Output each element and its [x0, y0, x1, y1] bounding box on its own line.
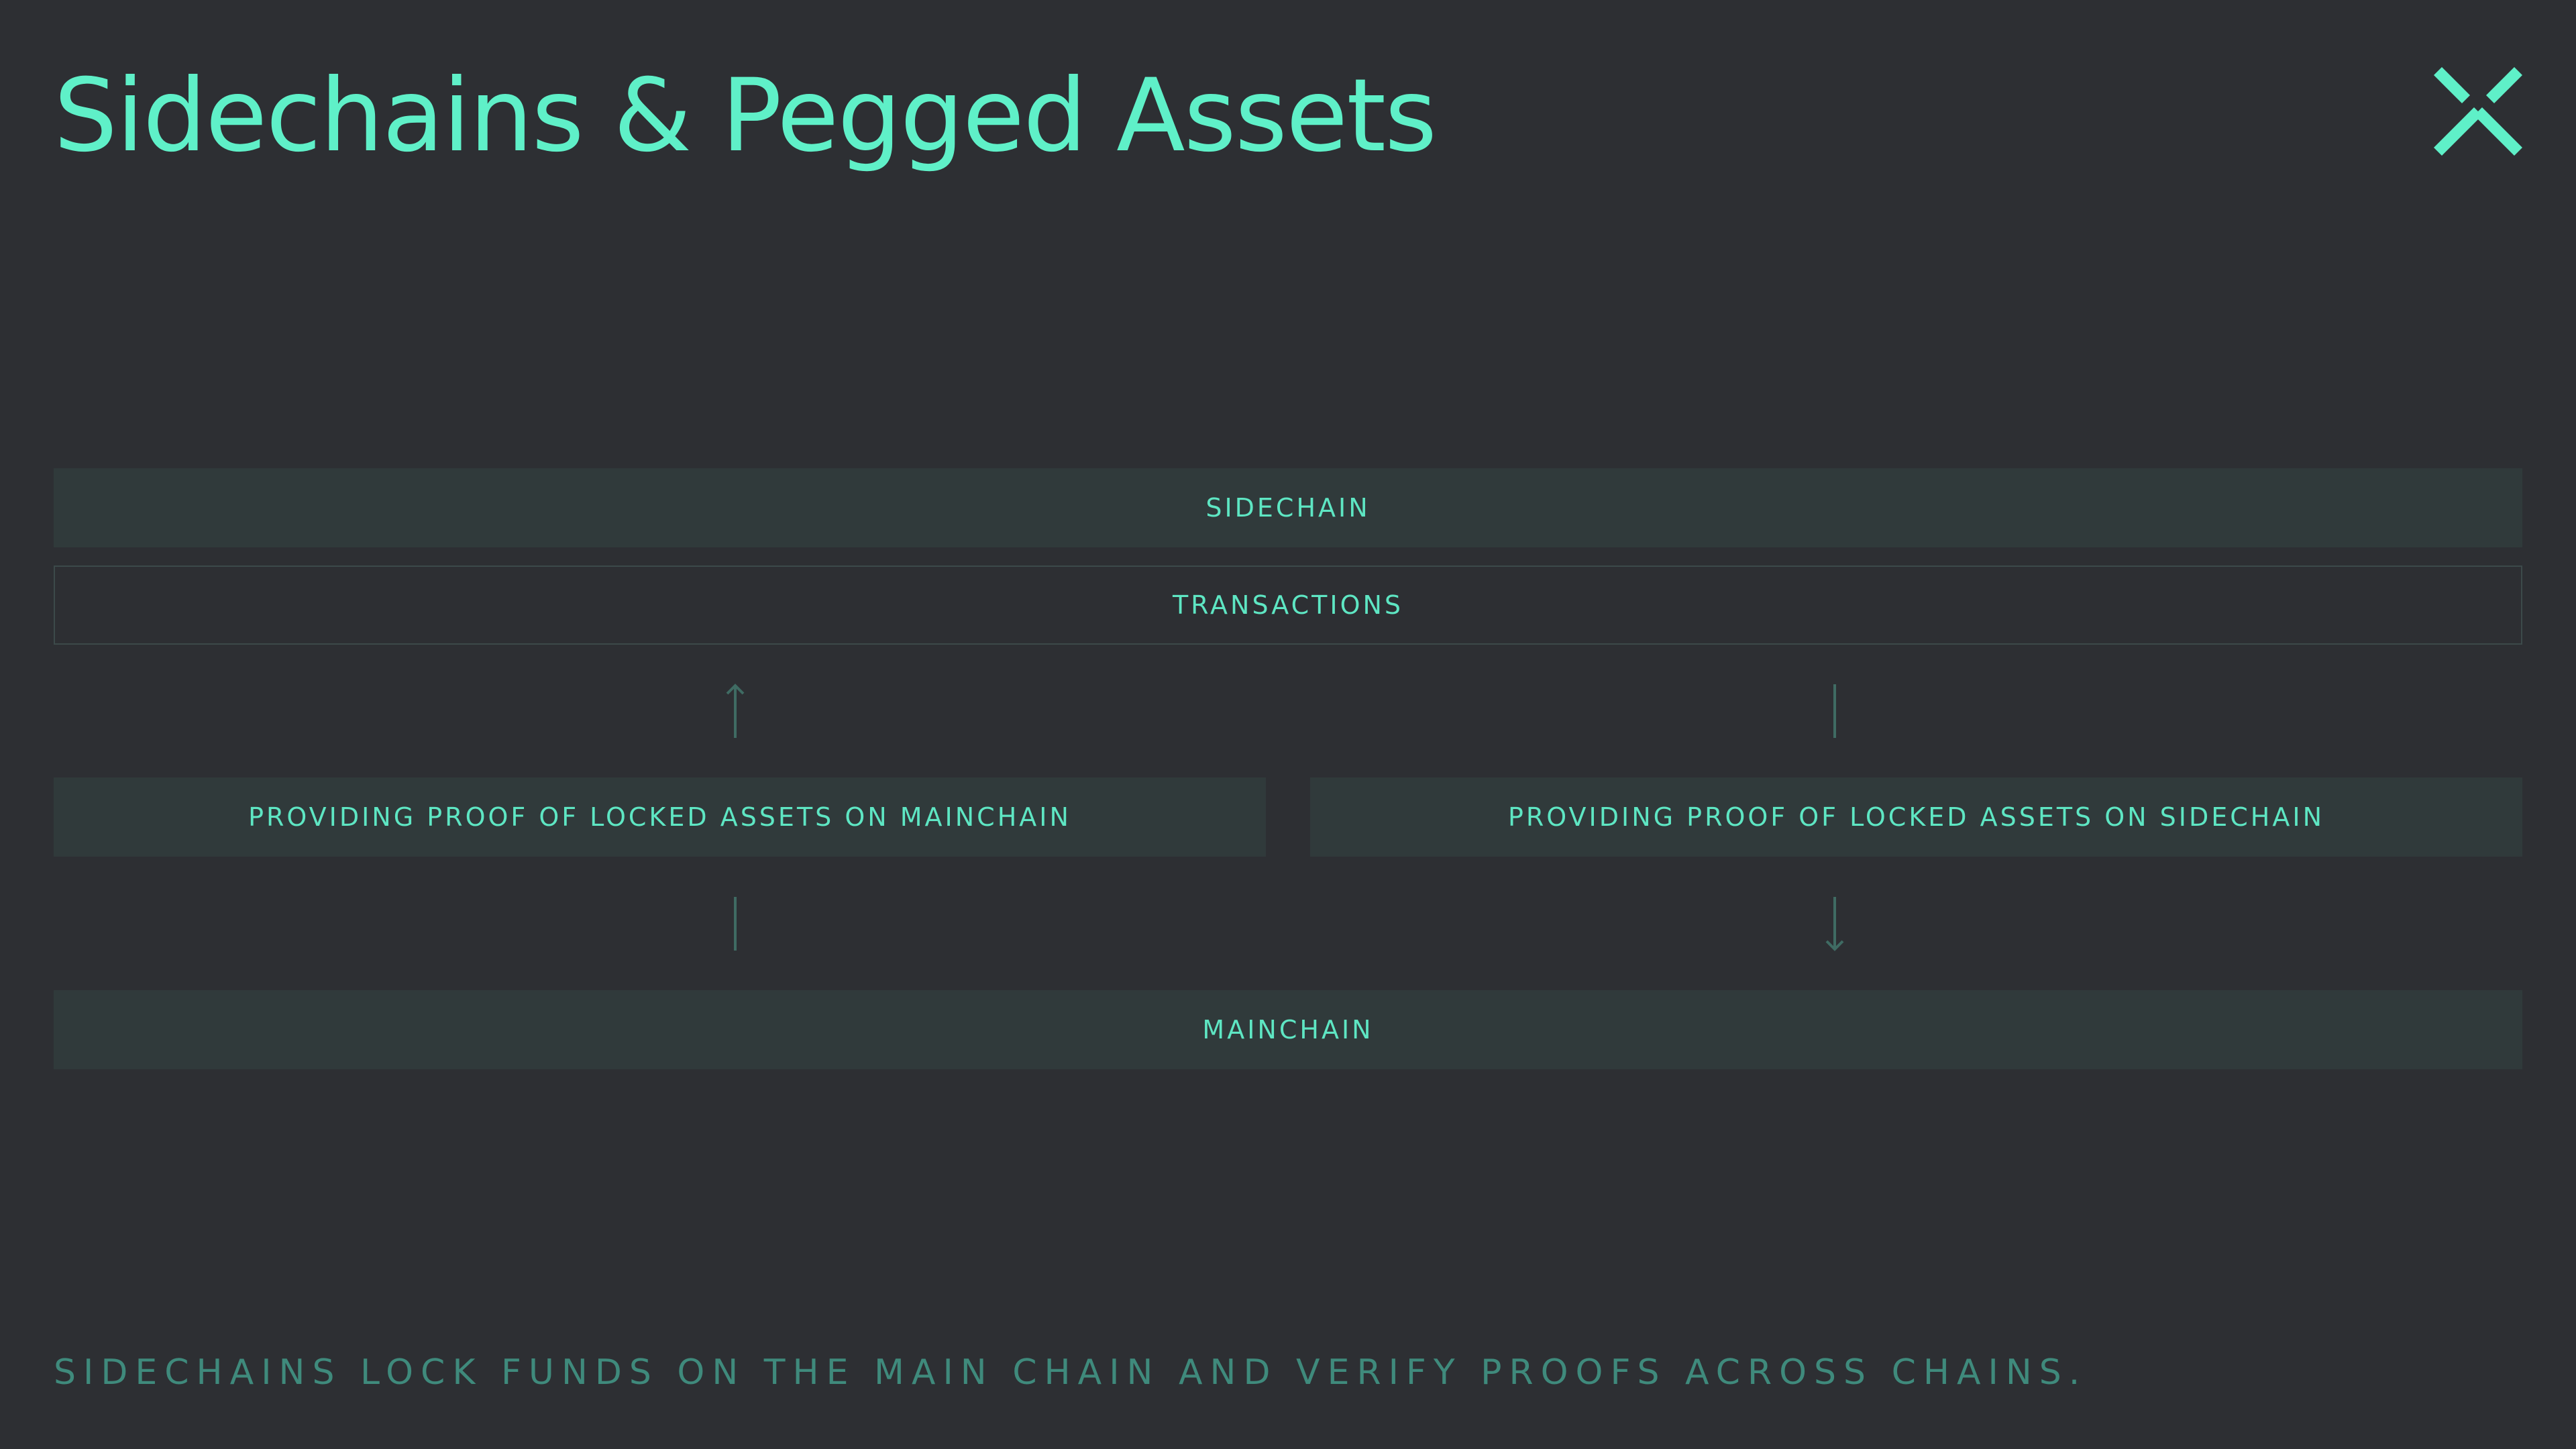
slide-caption: SIDECHAINS LOCK FUNDS ON THE MAIN CHAIN …	[54, 1352, 2088, 1393]
line-icon	[1833, 684, 1836, 738]
proof-mainchain-label: PROVIDING PROOF OF LOCKED ASSETS ON MAIN…	[248, 802, 1071, 832]
transactions-box: TRANSACTIONS	[54, 566, 2522, 645]
proof-sidechain-label: PROVIDING PROOF OF LOCKED ASSETS ON SIDE…	[1507, 802, 2325, 832]
line-icon	[734, 897, 737, 951]
arrow-down-icon	[1825, 897, 1844, 951]
mainchain-label: MAINCHAIN	[1202, 1015, 1374, 1044]
arrow-up-icon	[726, 684, 745, 738]
transactions-label: TRANSACTIONS	[1172, 590, 1404, 620]
x-mark-logo-icon	[2434, 67, 2522, 156]
proof-sidechain-box: PROVIDING PROOF OF LOCKED ASSETS ON SIDE…	[1310, 777, 2522, 857]
slide-title: Sidechains & Pegged Assets	[54, 58, 1437, 174]
mainchain-box: MAINCHAIN	[54, 990, 2522, 1069]
sidechain-label: SIDECHAIN	[1205, 493, 1371, 523]
proof-mainchain-box: PROVIDING PROOF OF LOCKED ASSETS ON MAIN…	[54, 777, 1266, 857]
sidechain-box: SIDECHAIN	[54, 468, 2522, 547]
